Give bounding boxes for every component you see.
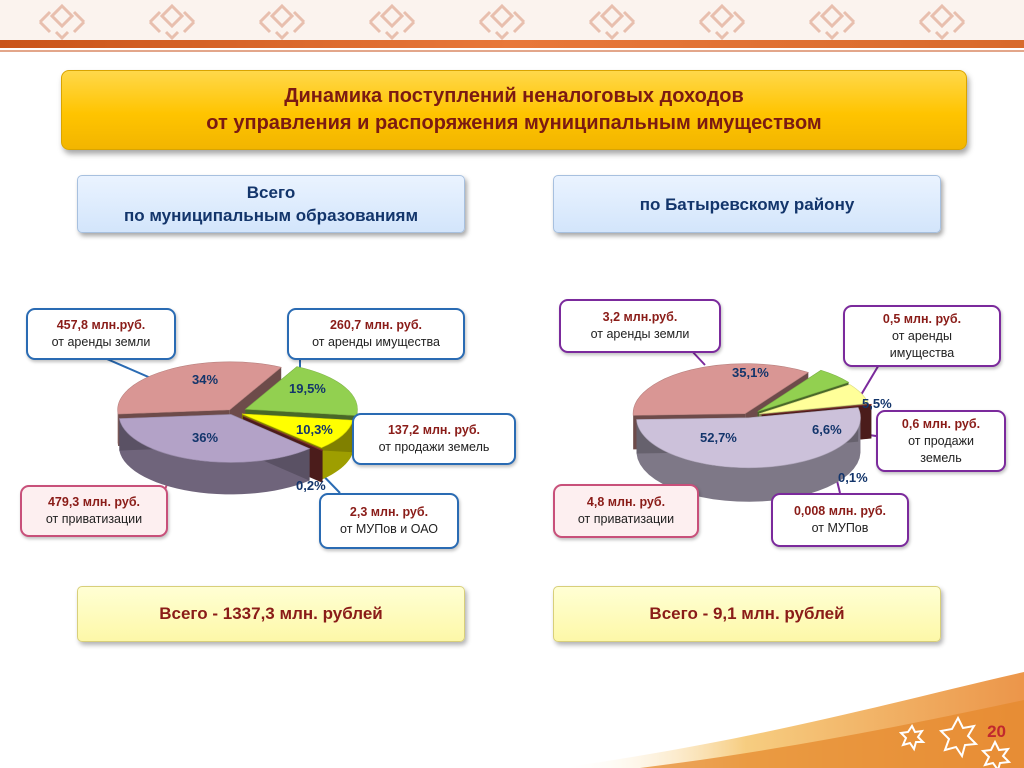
callout-value: 260,7 млн. руб. (329, 318, 423, 332)
ornament-icon (360, 2, 424, 42)
pie-label-privatization: 36% (192, 430, 219, 445)
ornament-icon (690, 2, 754, 42)
pie-label-property-rent-r: 5,5% (862, 396, 892, 411)
callout-text-2: земель (920, 450, 962, 465)
callout-text: от аренды земли (590, 327, 690, 341)
callout-text: от МУПов и ОАО (340, 522, 438, 536)
ornament-icon (140, 2, 204, 42)
slide-title: Динамика поступлений неналоговых доходов… (61, 70, 967, 150)
pie-label-land-sale-r: 6,6% (812, 422, 842, 437)
pie-slice (761, 403, 872, 416)
star-ornaments (898, 715, 1012, 768)
callout-value: 479,3 млн. руб. (47, 495, 141, 509)
ornament-icon (910, 2, 974, 42)
callout-text: от аренды (892, 328, 952, 343)
pie-slice (118, 414, 311, 463)
callout-value: 457,8 млн.руб. (56, 318, 146, 332)
pie-slice (244, 366, 358, 416)
callout-land-rent: 457,8 млн.руб. от аренды земли (26, 308, 176, 360)
callout-property-rent-r: 0,5 млн. руб. от аренды имущества (843, 305, 1001, 367)
pie-slice (242, 415, 324, 451)
callout-text: от продажи (908, 433, 974, 448)
callout-text: от аренды имущества (312, 335, 440, 349)
pie-slice (632, 363, 810, 416)
callout-text-2: имущества (889, 345, 955, 360)
callout-text: от продажи земель (378, 440, 490, 454)
pie-label-mup-r: 0,1% (838, 470, 868, 485)
pie-slice (757, 369, 850, 412)
callout-privatization: 479,3 млн. руб. от приватизации (20, 485, 168, 537)
title-line-2: от управления и распоряжения муниципальн… (206, 112, 822, 134)
callout-value: 4,8 млн. руб. (586, 495, 666, 509)
title-line-1: Динамика поступлений неналоговых доходов (284, 85, 744, 107)
callout-value: 0,008 млн. руб. (793, 504, 887, 518)
pie-slice (117, 361, 282, 415)
callout-text: от аренды земли (51, 335, 151, 349)
callout-text: от приватизации (45, 512, 143, 526)
callout-value: 0,6 млн. руб. (901, 416, 981, 431)
callout-text: от МУПов (811, 521, 869, 535)
top-divider-thin (0, 50, 1024, 52)
pie-label-property-rent: 19,5% (289, 381, 326, 396)
pie-label-privatization-r: 52,7% (700, 430, 737, 445)
left-total: Всего - 1337,3 млн. рублей (77, 586, 465, 642)
left-header-line-1: Всего (246, 183, 296, 202)
callout-value: 2,3 млн. руб. (349, 505, 429, 519)
callout-privatization-r: 4,8 млн. руб. от приватизации (553, 484, 699, 538)
callout-value: 0,5 млн. руб. (882, 311, 962, 326)
left-total-text: Всего - 1337,3 млн. рублей (159, 604, 383, 623)
ornament-icon (30, 2, 94, 42)
pie-slice-wall (636, 418, 861, 502)
pie-chart-batyrevsky (632, 363, 872, 502)
callout-property-rent: 260,7 млн. руб. от аренды имущества (287, 308, 465, 360)
ornament-icon (250, 2, 314, 42)
left-header-line-2: по муниципальным образованиям (123, 206, 419, 225)
pie-label-land-rent: 34% (192, 372, 219, 387)
pie-label-land-sale: 10,3% (296, 422, 333, 437)
pie-chart-municipalities (117, 361, 358, 495)
pie-label-mup: 0,2% (296, 478, 326, 493)
pie-slice (758, 384, 869, 415)
callout-land-sale-r: 0,6 млн. руб. от продажи земель (876, 410, 1006, 472)
callout-text: от приватизации (577, 512, 675, 526)
callout-value: 3,2 млн.руб. (602, 310, 678, 324)
callout-value: 137,2 млн. руб. (387, 423, 481, 437)
right-header-label: по Батыревскому району (639, 194, 855, 214)
callout-mup: 2,3 млн. руб. от МУПов и ОАО (319, 493, 459, 549)
right-total-text: Всего - 9,1 млн. рублей (649, 604, 845, 623)
pie-slice-wall (119, 418, 310, 495)
left-chart-header: Всего по муниципальным образованиям (77, 175, 465, 233)
callout-land-sale: 137,2 млн. руб. от продажи земель (352, 413, 516, 465)
callout-land-rent-r: 3,2 млн.руб. от аренды земли (559, 299, 721, 353)
page-number: 20 (987, 722, 1006, 741)
callout-mup-r: 0,008 млн. руб. от МУПов (771, 493, 909, 547)
pie-slice (636, 407, 861, 469)
right-chart-header: по Батыревскому району (553, 175, 941, 233)
ornament-icon (580, 2, 644, 42)
ornament-icon (800, 2, 864, 42)
ornament-icon (470, 2, 534, 42)
top-divider (0, 40, 1024, 48)
pie-label-land-rent-r: 35,1% (732, 365, 769, 380)
right-total: Всего - 9,1 млн. рублей (553, 586, 941, 642)
